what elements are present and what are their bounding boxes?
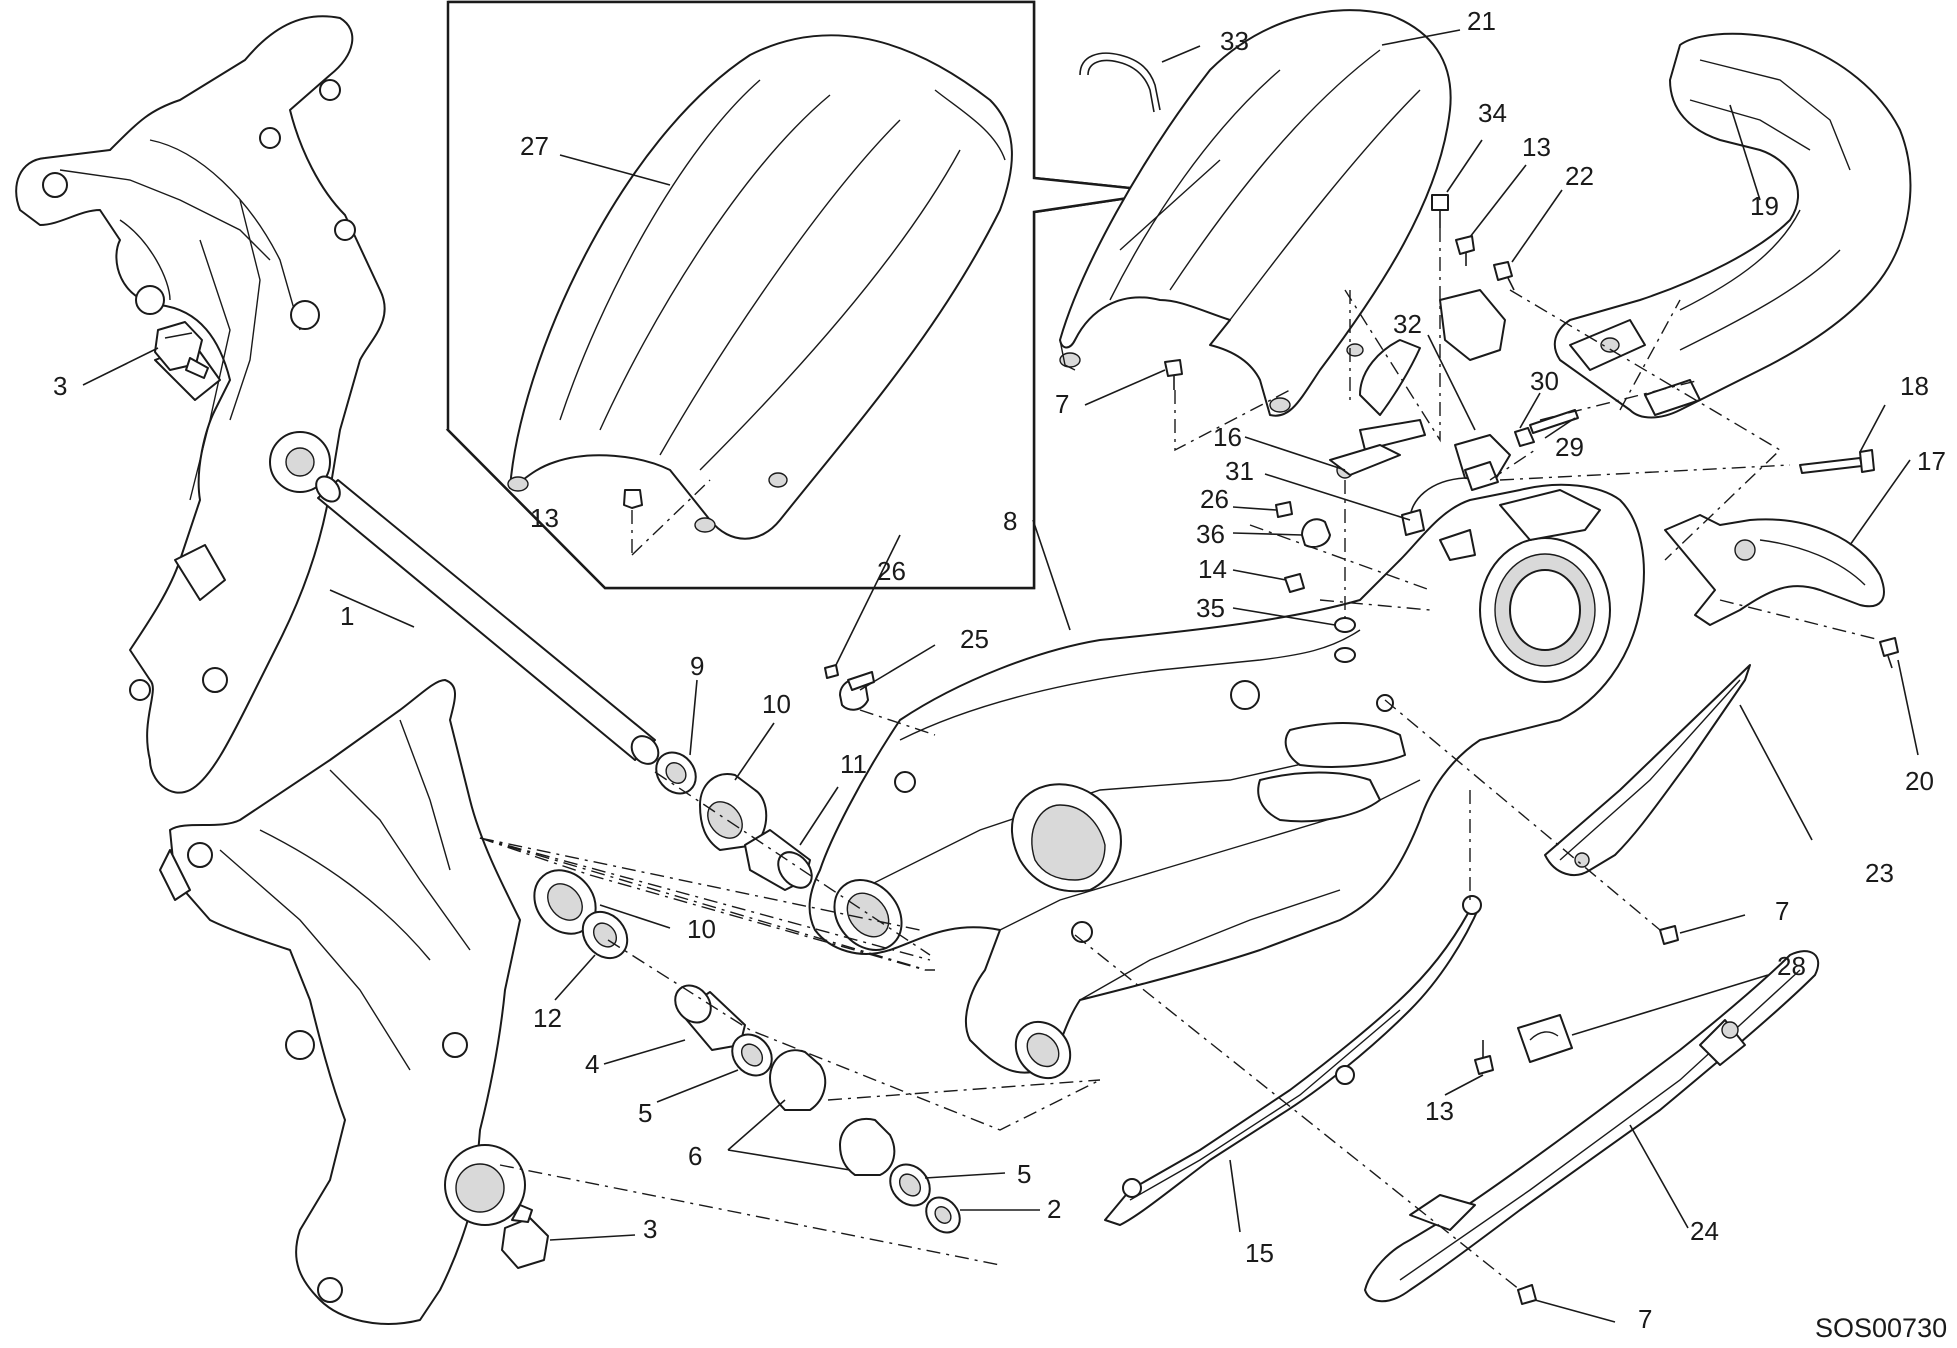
part-21-rear-mudguard bbox=[1059, 9, 1452, 417]
callout-12: 12 bbox=[533, 1003, 562, 1033]
part-2-washer bbox=[925, 1196, 961, 1234]
callout-32: 32 bbox=[1393, 309, 1422, 339]
part-16-sensor-mount bbox=[1329, 419, 1426, 479]
callout-28: 28 bbox=[1777, 951, 1806, 981]
callout-21: 21 bbox=[1467, 6, 1496, 36]
part-7-screw-top bbox=[1164, 359, 1183, 390]
part-31-speed-sensor bbox=[1401, 461, 1499, 536]
callout-36: 36 bbox=[1196, 519, 1225, 549]
callout-14: 14 bbox=[1198, 554, 1227, 584]
part-10-bearing-lower bbox=[533, 869, 597, 935]
part-34-screw bbox=[1431, 194, 1449, 228]
callout-33: 33 bbox=[1220, 26, 1249, 56]
callout-26-right: 26 bbox=[1200, 484, 1229, 514]
callout-2: 2 bbox=[1047, 1194, 1061, 1224]
part-11-spacer bbox=[744, 829, 813, 891]
callout-10-upper: 10 bbox=[762, 689, 791, 719]
part-20-screw bbox=[1879, 637, 1899, 669]
callout-9: 9 bbox=[690, 651, 704, 681]
callout-13-mid: 13 bbox=[1425, 1096, 1454, 1126]
part-13-screw-mid bbox=[1474, 1040, 1494, 1075]
callout-19: 19 bbox=[1750, 191, 1779, 221]
callout-13-top: 13 bbox=[1522, 132, 1551, 162]
callout-15: 15 bbox=[1245, 1238, 1274, 1268]
callout-1: 1 bbox=[340, 601, 354, 631]
frame-bracket-upper bbox=[15, 15, 386, 794]
part-1-pivot-shaft bbox=[315, 475, 660, 765]
callout-26-left: 26 bbox=[877, 556, 906, 586]
callout-labels: 33 21 19 34 13 22 27 32 30 18 7 16 29 17… bbox=[53, 6, 1947, 1343]
callout-7-right: 7 bbox=[1775, 896, 1789, 926]
callout-18: 18 bbox=[1900, 371, 1929, 401]
callout-5-upper: 5 bbox=[638, 1098, 652, 1128]
part-36-clip bbox=[1301, 518, 1331, 548]
part-5-seal-upper bbox=[731, 1033, 773, 1077]
part-10-bearing-upper bbox=[699, 773, 768, 851]
callout-16: 16 bbox=[1213, 422, 1242, 452]
part-5-seal-lower bbox=[889, 1163, 931, 1207]
callout-5-lower: 5 bbox=[1017, 1159, 1031, 1189]
part-4-sleeve bbox=[674, 984, 746, 1051]
part-3-bolt-upper bbox=[154, 321, 209, 379]
callout-22: 22 bbox=[1565, 161, 1594, 191]
part-6-needle-bearing-upper bbox=[769, 1049, 827, 1111]
callout-24: 24 bbox=[1690, 1216, 1719, 1246]
part-19-rear-cover bbox=[1553, 32, 1912, 419]
leader-lines bbox=[82, 29, 1919, 1323]
part-12-bush bbox=[581, 910, 629, 960]
part-24-chain-guide bbox=[1364, 950, 1820, 1303]
callout-31: 31 bbox=[1225, 456, 1254, 486]
part-28-label-plate bbox=[1517, 1014, 1573, 1063]
part-26-screw-b bbox=[824, 664, 839, 679]
callout-11: 11 bbox=[840, 749, 867, 779]
callout-23: 23 bbox=[1865, 858, 1894, 888]
callout-4: 4 bbox=[585, 1049, 599, 1079]
part-6-needle-bearing-lower bbox=[839, 1117, 896, 1176]
diagram-code: SOS00730 bbox=[1815, 1313, 1947, 1343]
callout-35: 35 bbox=[1196, 593, 1225, 623]
callout-6: 6 bbox=[688, 1141, 702, 1171]
part-17-hugger bbox=[1664, 514, 1885, 626]
callout-7-bottom: 7 bbox=[1638, 1304, 1652, 1334]
part-13-screw-top bbox=[1455, 235, 1475, 266]
part-26-screw-a bbox=[1275, 501, 1293, 518]
part-8-swingarm bbox=[808, 483, 1645, 1080]
callout-20: 20 bbox=[1905, 766, 1934, 796]
callout-17: 17 bbox=[1917, 446, 1946, 476]
assembly-lines bbox=[479, 228, 1881, 1291]
part-35-washer bbox=[1334, 617, 1356, 663]
callout-3-upper: 3 bbox=[53, 371, 67, 401]
frame-bracket-lower bbox=[159, 679, 526, 1325]
callout-34: 34 bbox=[1478, 98, 1507, 128]
part-23-chain-guard bbox=[1544, 664, 1751, 876]
callout-8: 8 bbox=[1003, 506, 1017, 536]
part-18-bolt bbox=[1799, 449, 1875, 474]
callout-10-lower: 10 bbox=[687, 914, 716, 944]
callout-13-inset: 13 bbox=[530, 503, 559, 533]
part-7-screw-right bbox=[1659, 925, 1679, 945]
part-15-chain-slider bbox=[1104, 895, 1482, 1226]
part-9-bush bbox=[655, 751, 697, 795]
part-14-screw bbox=[1284, 573, 1305, 593]
part-30-pin bbox=[1514, 427, 1535, 447]
callout-25: 25 bbox=[960, 624, 989, 654]
part-27-mudguard-inset bbox=[507, 34, 1013, 556]
part-33-cable-clip bbox=[1079, 52, 1161, 113]
callout-29: 29 bbox=[1555, 432, 1584, 462]
part-25-clamp bbox=[839, 671, 875, 711]
callout-7-top: 7 bbox=[1055, 389, 1069, 419]
callout-30: 30 bbox=[1530, 366, 1559, 396]
callout-27: 27 bbox=[520, 131, 549, 161]
part-22-screw bbox=[1493, 261, 1515, 291]
callout-3-lower: 3 bbox=[643, 1214, 657, 1244]
part-7-screw-bottom bbox=[1517, 1284, 1537, 1305]
part-3-bolt-lower bbox=[501, 1204, 549, 1269]
